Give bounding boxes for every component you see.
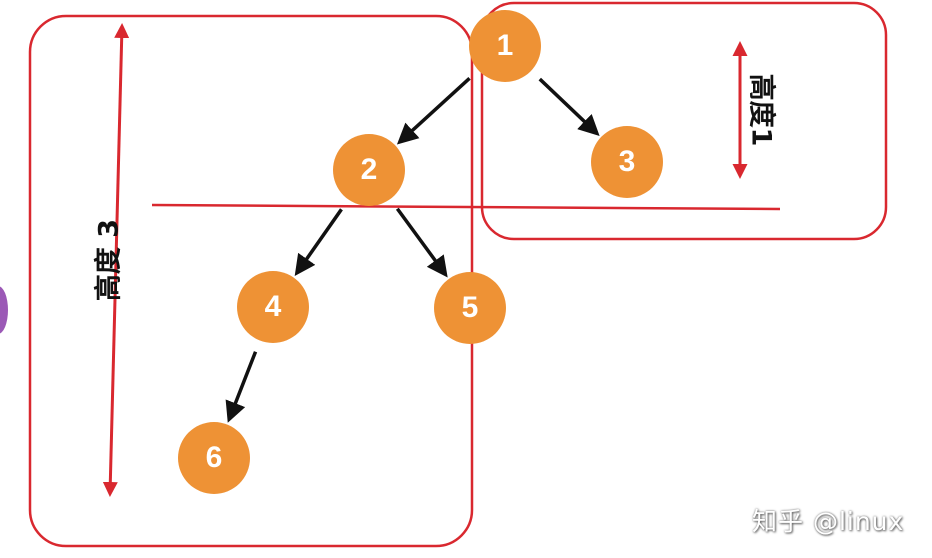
node-circle bbox=[237, 271, 309, 343]
tree-node-1: 1 bbox=[469, 10, 541, 82]
tree-node-2: 2 bbox=[333, 134, 405, 206]
node-circle bbox=[333, 134, 405, 206]
node-label: 1 bbox=[497, 29, 514, 62]
node-label: 5 bbox=[462, 291, 479, 324]
right-height-label: 高度1 bbox=[746, 74, 778, 147]
nodes: 1 2 3 4 5 6 bbox=[178, 10, 663, 494]
node-label: 2 bbox=[361, 153, 378, 186]
watermark: 知乎 @linux bbox=[752, 507, 905, 536]
edges bbox=[225, 77, 600, 423]
node-circle bbox=[591, 126, 663, 198]
node-label: 4 bbox=[265, 290, 282, 323]
level-line bbox=[151, 203, 781, 211]
left-height-label: 高度 3 bbox=[93, 219, 125, 301]
left-height-arrow bbox=[102, 23, 130, 497]
edge-arrow-2-4 bbox=[294, 208, 343, 277]
right-subtree-box bbox=[480, 1, 888, 241]
edge-arrow-2-5 bbox=[395, 207, 448, 278]
tree-node-6: 6 bbox=[178, 422, 250, 494]
tree-node-4: 4 bbox=[237, 271, 309, 343]
side-decoration bbox=[0, 286, 8, 334]
tree-node-5: 5 bbox=[434, 272, 506, 344]
edge-arrow-4-6 bbox=[225, 351, 258, 423]
edge-arrow-1-2 bbox=[396, 77, 471, 145]
tree-node-3: 3 bbox=[591, 126, 663, 198]
edge-arrow-1-3 bbox=[538, 77, 600, 136]
node-label: 3 bbox=[619, 145, 636, 178]
node-circle bbox=[469, 10, 541, 82]
node-label: 6 bbox=[206, 441, 223, 474]
node-circle bbox=[178, 422, 250, 494]
node-circle bbox=[434, 272, 506, 344]
